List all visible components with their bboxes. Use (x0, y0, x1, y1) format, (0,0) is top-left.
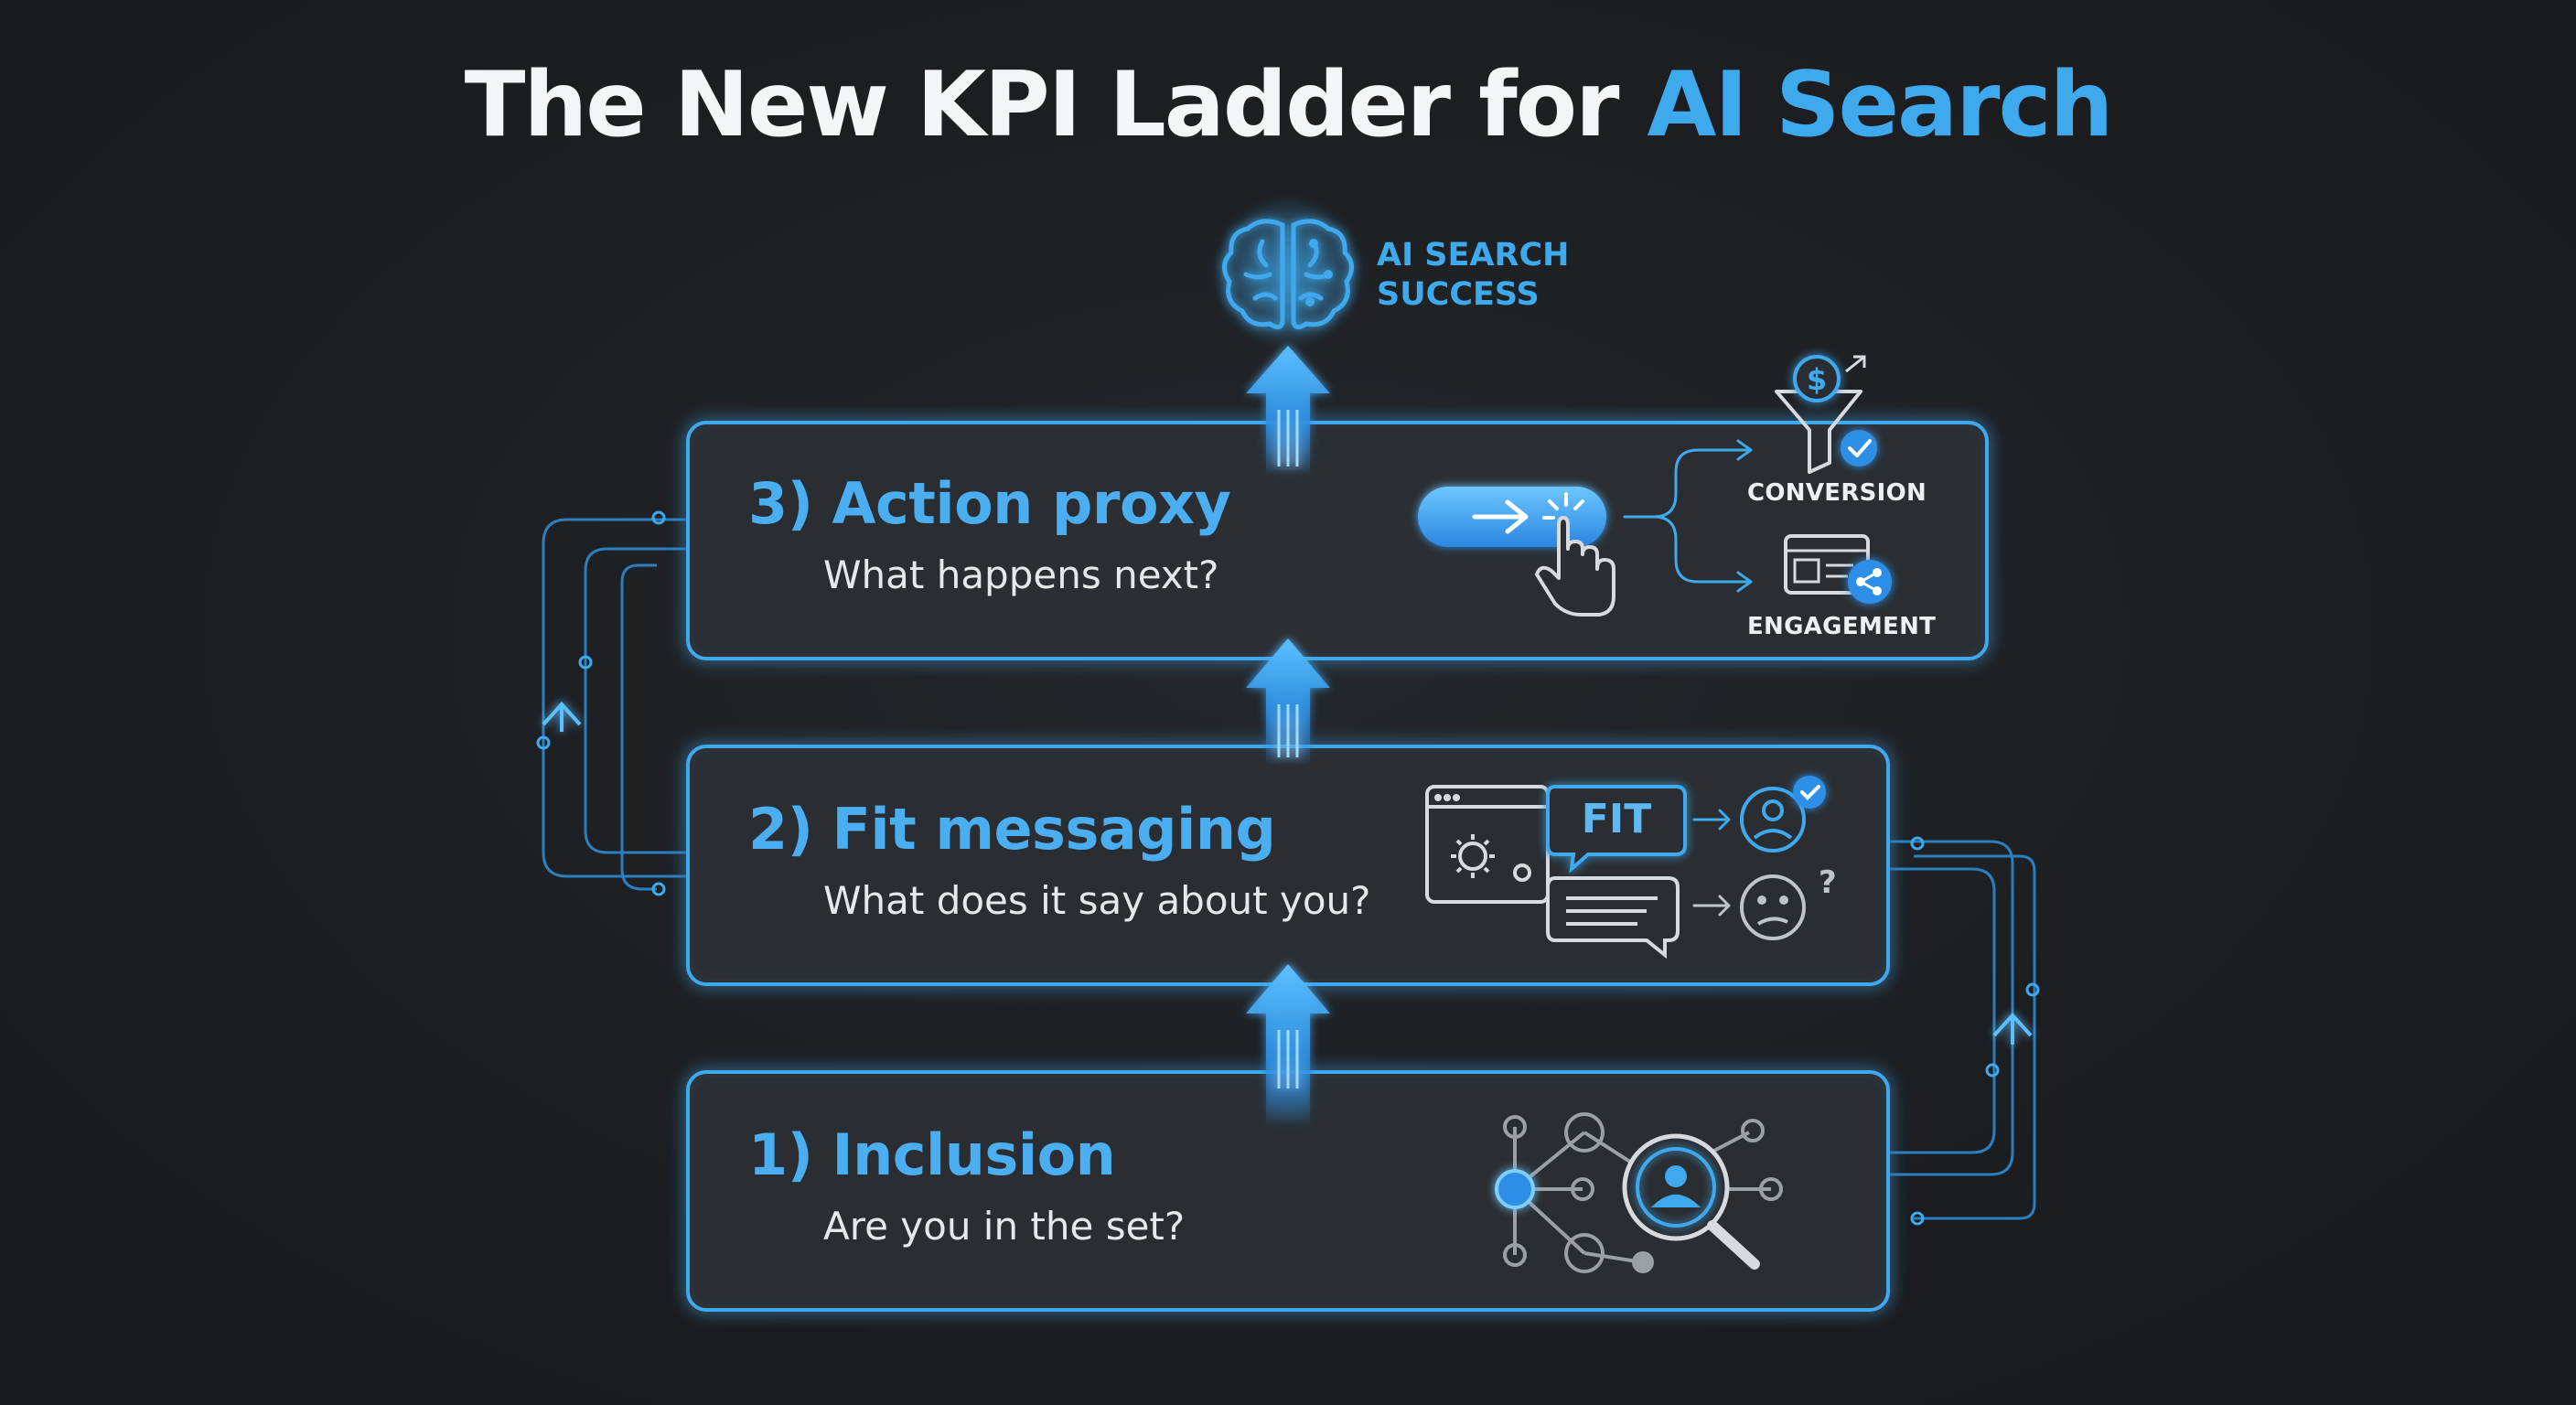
panel-fit-messaging (686, 745, 1890, 986)
title-main: The New KPI Ladder for (464, 53, 1648, 157)
brain-icon (1211, 196, 1365, 349)
funnel-dollar-icon: $ (1775, 355, 1866, 474)
confused-face-icon: ? (1740, 864, 1837, 940)
action-branch-arrows (1623, 439, 1753, 593)
network-search-icon (1495, 1112, 1783, 1273)
conversion-label: CONVERSION (1747, 479, 1927, 507)
message-bubble-icon (1546, 876, 1680, 960)
goal-label: AI SEARCH SUCCESS (1377, 236, 1569, 315)
fit-speech-bubble (1546, 785, 1687, 874)
step-subtitle-action-proxy: What happens next? (823, 552, 1219, 597)
left-loop-nodes (536, 510, 666, 896)
page-title: The New KPI Ladder for AI Search (0, 53, 2576, 157)
left-loop-up-arrow (542, 702, 582, 732)
svg-text:?: ? (1819, 864, 1837, 901)
ladder-arrow-top (1246, 346, 1330, 476)
goal-label-line1: AI SEARCH (1377, 237, 1570, 273)
ladder-arrow-middle (1246, 638, 1330, 765)
step-subtitle-fit-messaging: What does it say about you? (823, 878, 1371, 923)
right-loop-up-arrow (1992, 1013, 2033, 1045)
step-subtitle-inclusion: Are you in the set? (823, 1204, 1186, 1249)
step-title-fit-messaging: 2) Fit messaging (748, 796, 1276, 863)
engagement-label: ENGAGEMENT (1747, 613, 1937, 640)
left-loop-connector (542, 518, 688, 891)
title-accent: AI Search (1647, 53, 2114, 157)
goal-label-line2: SUCCESS (1377, 276, 1540, 313)
right-loop-nodes (1910, 836, 2040, 1226)
action-button-icon (1418, 487, 1606, 547)
step-title-action-proxy: 3) Action proxy (748, 470, 1231, 537)
svg-text:$: $ (1807, 362, 1827, 397)
panel-action-proxy (686, 421, 1989, 660)
unsure-arrow-icon (1692, 895, 1731, 917)
hand-cursor-icon (1535, 516, 1615, 617)
ladder-arrow-bottom (1246, 964, 1330, 1127)
browser-share-icon (1784, 534, 1892, 604)
conversion-check-icon (1841, 430, 1877, 467)
fit-arrow-icon (1692, 809, 1731, 831)
right-loop-connector (1890, 840, 2036, 1220)
step-title-inclusion: 1) Inclusion (748, 1121, 1116, 1188)
happy-user-icon (1740, 776, 1826, 853)
fit-label: FIT (1581, 796, 1652, 842)
